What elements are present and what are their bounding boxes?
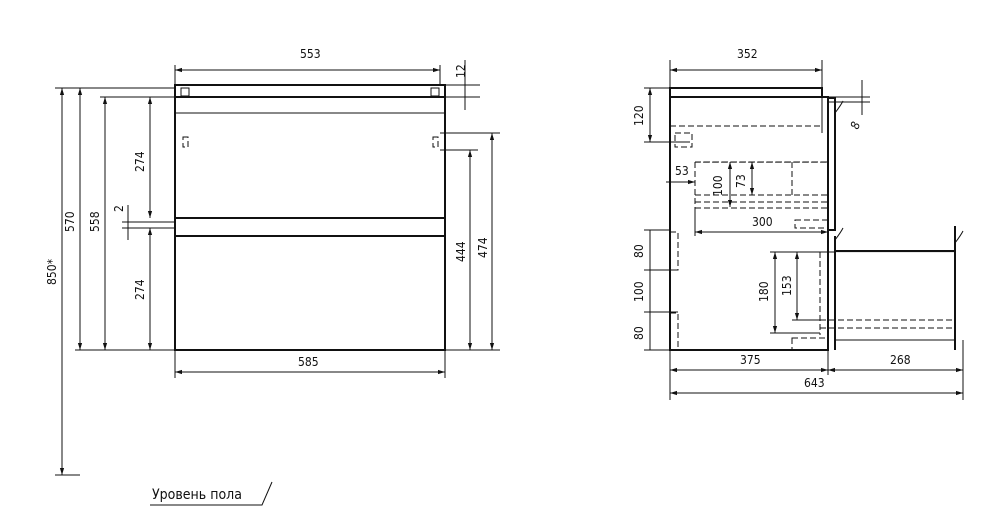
floor-level-label: Уровень пола [152,487,242,503]
dim-extension: 268 [890,353,911,367]
dim-body-depth: 375 [740,353,761,367]
side-body [669,96,829,351]
dim-floor-height: 850* [45,258,59,285]
front-view: 553 12 850* 570 558 274 2 274 444 474 58… [45,47,500,506]
dim-front-thickness: 8 [848,120,864,131]
dim-top-zone: 120 [632,105,646,126]
dim-body-height: 558 [88,211,102,232]
dim-drawer-height: 180 [757,281,771,302]
dim-total-depth: 643 [804,376,825,390]
cabinet-body [174,96,446,351]
dim-height-with-top: 570 [63,211,77,232]
dim-mount-to-bottom: 444 [454,241,468,262]
dim-drawer-depth: 300 [752,215,773,229]
dim-inner-height-small: 73 [734,174,748,188]
dim-gap: 2 [112,205,126,212]
dim-lower-a: 80 [632,244,646,258]
dim-mount-top-to-bottom: 474 [476,237,490,258]
dim-top-width: 553 [300,47,321,61]
dim-drawer-inner: 153 [780,275,794,296]
dim-lower-b: 100 [632,281,646,302]
dim-top-thickness: 12 [454,64,468,78]
countertop [174,84,446,98]
dim-drawer-offset: 53 [675,164,689,178]
dim-inner-height: 100 [711,175,725,196]
upper-front-panel [828,97,836,231]
side-view: 352 120 8 53 100 73 300 80 100 80 180 15… [632,47,964,400]
dim-depth-top: 352 [737,47,758,61]
dim-body-width: 585 [298,355,319,369]
dim-lower-front: 274 [133,279,147,300]
dim-upper-front: 274 [133,151,147,172]
dim-lower-c: 80 [632,326,646,340]
